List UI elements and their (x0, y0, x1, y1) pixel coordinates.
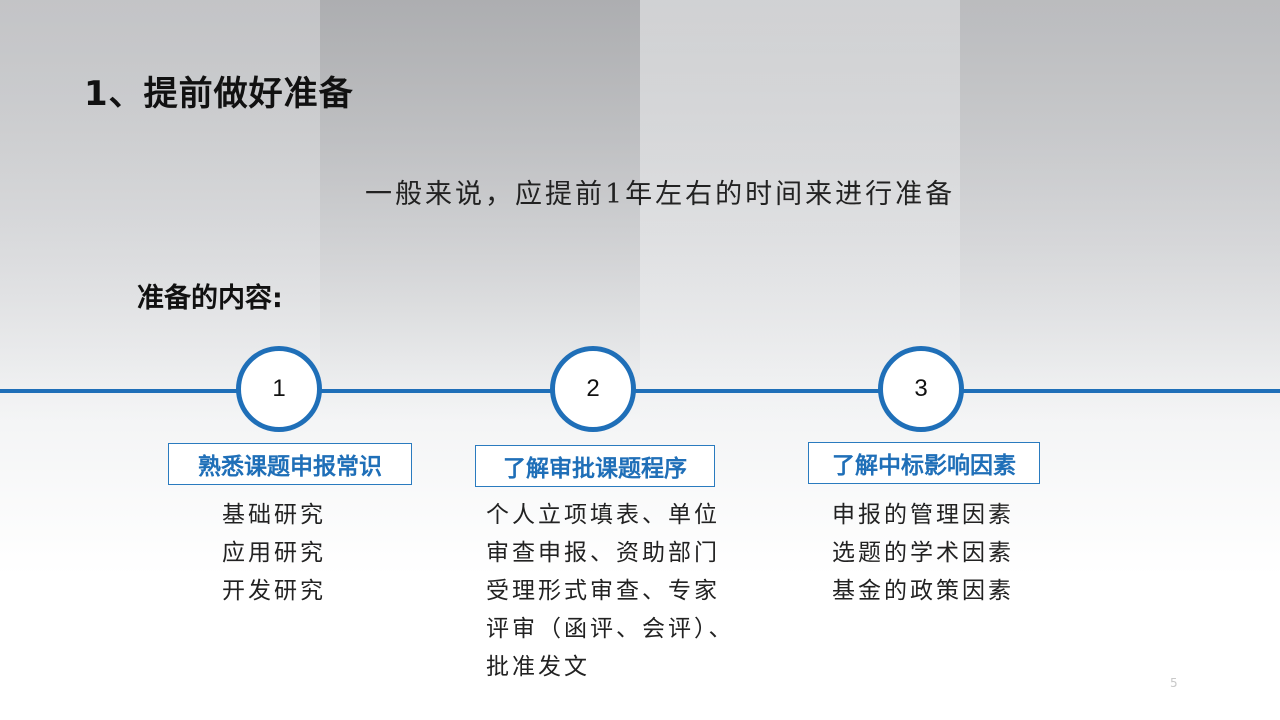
list-item: 评审（函评、会评）、 (486, 616, 735, 642)
timeline-line (0, 389, 1280, 393)
step-3-label: 了解中标影响因素 (808, 442, 1040, 484)
step-3-list: 申报的管理因素 选题的学术因素 基金的政策因素 (832, 496, 1014, 610)
step-3-circle: 3 (878, 346, 964, 432)
slide-title: 1、提前做好准备 (84, 74, 354, 114)
section-subtitle: 准备的内容: (137, 283, 283, 314)
list-item: 个人立项填表、单位 (486, 502, 720, 528)
list-item: 申报的管理因素 (832, 502, 1014, 528)
intro-text: 一般来说，应提前1年左右的时间来进行准备 (365, 179, 956, 210)
list-item: 基金的政策因素 (832, 578, 1014, 604)
step-1-list: 基础研究 应用研究 开发研究 (222, 496, 326, 610)
list-item: 受理形式审查、专家 (486, 578, 720, 604)
step-1-label: 熟悉课题申报常识 (168, 443, 412, 485)
step-2-list: 个人立项填表、单位 审查申报、资助部门 受理形式审查、专家 评审（函评、会评）、… (486, 496, 735, 686)
list-item: 批准发文 (486, 654, 590, 680)
list-item: 基础研究 (222, 502, 326, 528)
page-number: 5 (1170, 676, 1178, 690)
step-2-label: 了解审批课题程序 (475, 445, 715, 487)
background-band (960, 0, 1280, 420)
list-item: 选题的学术因素 (832, 540, 1014, 566)
list-item: 开发研究 (222, 578, 326, 604)
list-item: 审查申报、资助部门 (486, 540, 720, 566)
step-2-circle: 2 (550, 346, 636, 432)
list-item: 应用研究 (222, 540, 326, 566)
step-1-circle: 1 (236, 346, 322, 432)
